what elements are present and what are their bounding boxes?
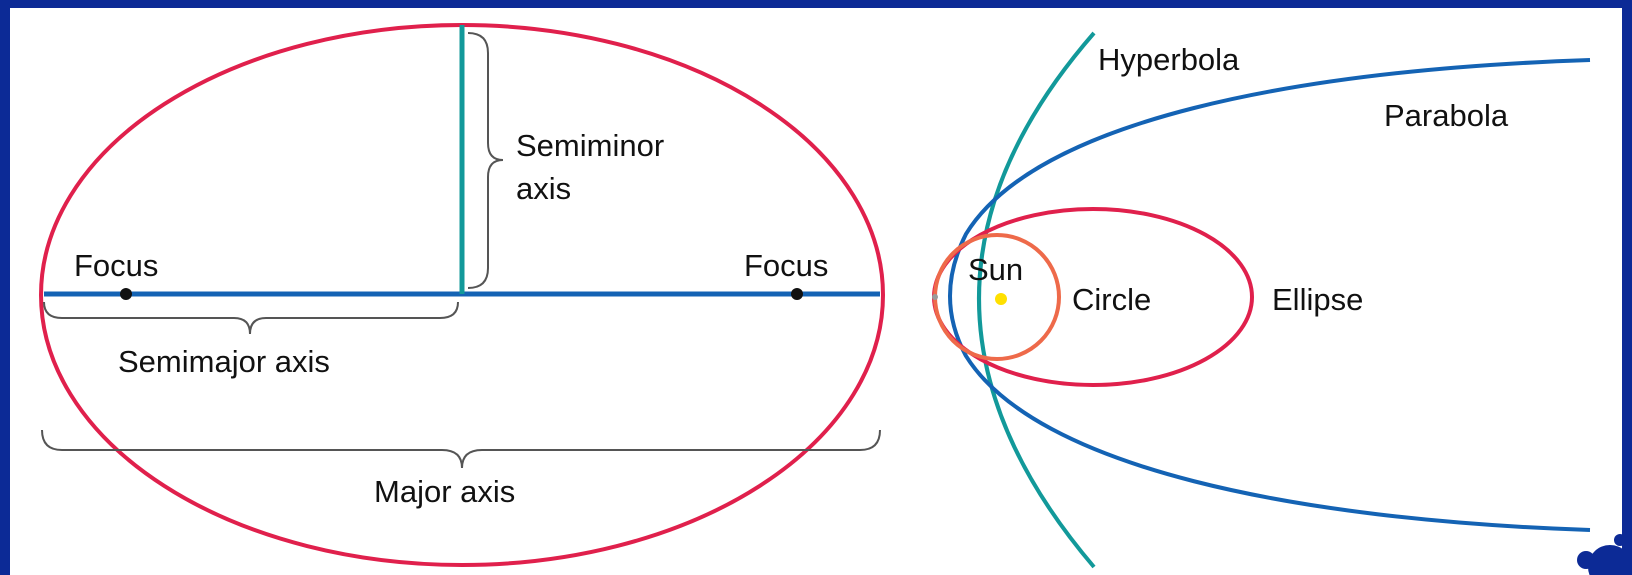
ellipse-label: Ellipse [1272, 282, 1363, 317]
major-axis-label: Major axis [374, 474, 515, 509]
conic-orbits-diagram: Hyperbola Parabola Sun Circle Ellipse [932, 31, 1591, 569]
semimajor-label: Semimajor axis [118, 344, 330, 379]
circle-label: Circle [1072, 282, 1151, 317]
semiminor-label-line2: axis [516, 171, 571, 206]
major-axis-brace [41, 429, 881, 469]
semiminor-brace [467, 32, 504, 289]
focus-right-label: Focus [744, 248, 828, 283]
focus-left-dot [120, 288, 132, 300]
focus-left-label: Focus [74, 248, 158, 283]
sun-label: Sun [968, 252, 1023, 287]
parabola-label: Parabola [1384, 98, 1509, 133]
semimajor-brace [43, 301, 459, 335]
parabola-curve [948, 58, 1591, 532]
sun-dot [995, 293, 1007, 305]
vertex-mark [932, 294, 938, 300]
corner-splash-logo [1577, 534, 1632, 575]
ellipse-anatomy-diagram: Focus Focus Semiminor axis Semimajor axi… [39, 23, 885, 567]
hyperbola-curve [977, 31, 1096, 569]
semiminor-label-line1: Semiminor [516, 128, 664, 163]
hyperbola-label: Hyperbola [1098, 42, 1240, 77]
focus-right-dot [791, 288, 803, 300]
